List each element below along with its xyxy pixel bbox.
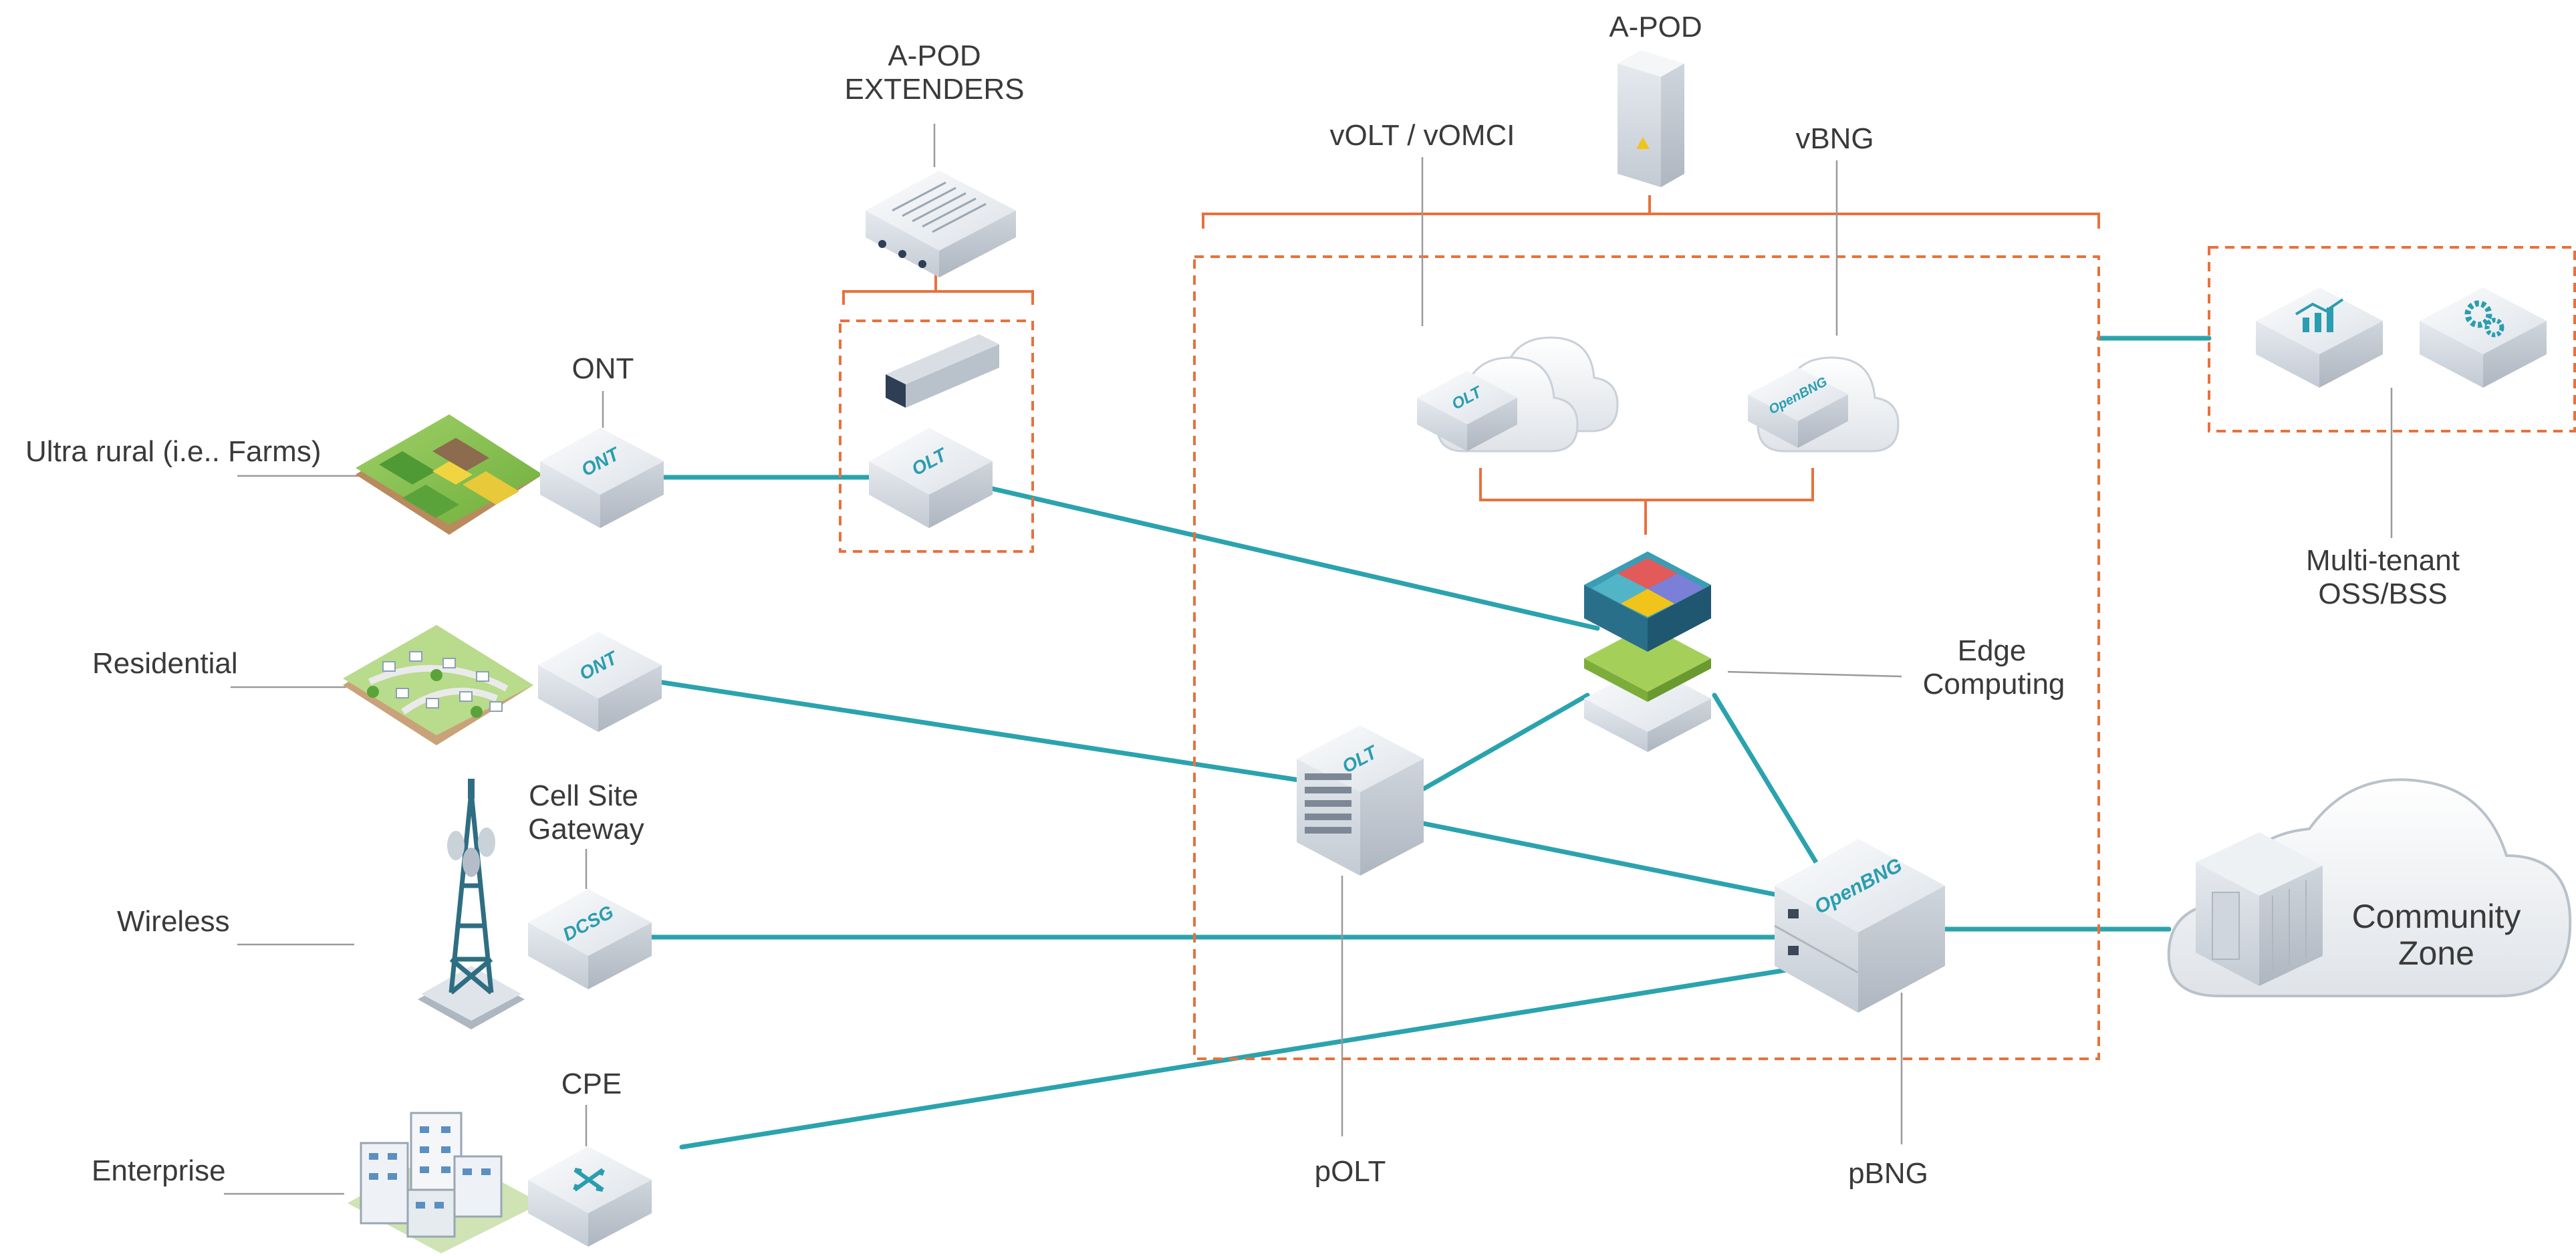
label-ont: ONT bbox=[572, 352, 634, 385]
label-multi-tenant-line1: Multi-tenant bbox=[2306, 544, 2460, 577]
label-apod: A-POD bbox=[1609, 11, 1702, 43]
pbng-device-icon: OpenBNG bbox=[1774, 839, 1945, 1013]
label-pbng: pBNG bbox=[1848, 1157, 1928, 1190]
apod-bracket bbox=[1202, 195, 2100, 229]
label-residential: Residential bbox=[92, 647, 238, 680]
label-community-zone-line1: Community bbox=[2352, 898, 2521, 935]
link-polt-edge bbox=[1421, 693, 1590, 791]
residential-icon bbox=[343, 625, 533, 745]
link-olt-edge bbox=[987, 485, 1600, 631]
label-oss-bss-line2: OSS/BSS bbox=[2318, 578, 2447, 610]
diagram-labels: Ultra rural (i.e.. Farms) Residential Wi… bbox=[25, 11, 2521, 1190]
link-ont-polt bbox=[656, 679, 1306, 783]
cell-tower-icon bbox=[418, 779, 525, 1029]
sfp-module-icon bbox=[886, 334, 999, 408]
cloud-openbng-icon: OpenBNG bbox=[1748, 356, 1900, 453]
olt-device-icon: OLT bbox=[869, 428, 993, 528]
oss-bss-boundary bbox=[2208, 246, 2576, 432]
ont-device-icon: ONT bbox=[540, 428, 664, 528]
link-polt-pbng bbox=[1421, 821, 1784, 898]
apod-boundary bbox=[1193, 255, 2100, 1060]
polt-chassis-icon: OLT bbox=[1297, 725, 1424, 876]
label-apod-extenders-line2: EXTENDERS bbox=[845, 73, 1025, 106]
dcsg-device-icon: DCSG bbox=[528, 889, 652, 989]
label-cpe: CPE bbox=[561, 1067, 622, 1100]
enterprise-buildings-icon bbox=[348, 1112, 541, 1253]
label-edge-computing-line1: Edge bbox=[1958, 634, 2027, 667]
label-community-zone-line2: Zone bbox=[2398, 934, 2474, 972]
label-volt-vomci: vOLT / vOMCI bbox=[1329, 119, 1515, 152]
cpe-router-icon bbox=[528, 1146, 652, 1247]
apod-cabinet-icon bbox=[1618, 50, 1684, 187]
farm-icon bbox=[356, 414, 543, 535]
label-polt: pOLT bbox=[1315, 1155, 1386, 1188]
label-edge-computing-line2: Computing bbox=[1923, 668, 2065, 701]
label-cell-site-gateway-line2: Gateway bbox=[528, 813, 644, 846]
apod-extender-icon bbox=[866, 170, 1016, 277]
link-edge-pbng bbox=[1712, 693, 1821, 868]
virtual-functions-bracket bbox=[1479, 468, 1814, 535]
label-vbng: vBNG bbox=[1795, 122, 1874, 155]
label-enterprise: Enterprise bbox=[92, 1154, 226, 1187]
boundaries bbox=[839, 195, 2576, 1060]
leader-lines bbox=[224, 124, 2393, 1195]
community-cloud-icon bbox=[2167, 778, 2572, 997]
edge-compute-stack-icon bbox=[1584, 551, 1711, 752]
label-ultra-rural: Ultra rural (i.e.. Farms) bbox=[25, 435, 321, 468]
apod-extender-boundary bbox=[839, 320, 1034, 553]
label-cell-site-gateway-line1: Cell Site bbox=[529, 779, 638, 812]
label-wireless: Wireless bbox=[117, 905, 230, 938]
analytics-server-icon bbox=[2256, 287, 2383, 388]
gear-server-icon bbox=[2420, 287, 2547, 388]
ont-device-icon: ONT bbox=[538, 632, 662, 732]
cloud-olt-icon: OLT bbox=[1417, 336, 1619, 453]
label-apod-extenders-line1: A-POD bbox=[888, 39, 981, 72]
